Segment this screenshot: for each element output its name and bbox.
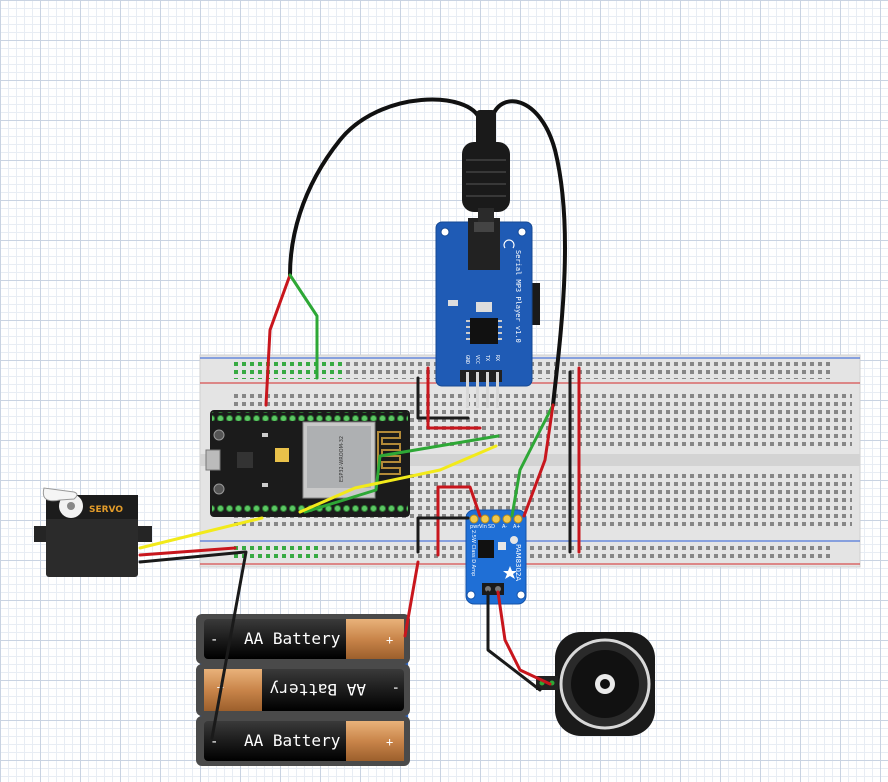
mp3-ic [470,318,498,344]
servo-horn[interactable] [42,487,78,502]
amp-pin-aminus-label: A- [502,524,507,530]
amp-pin-aplus-label: A+ [513,524,521,530]
amp-pin-vin-label: Vin [479,524,487,530]
headphone-icon [503,239,515,249]
mp3-pin-gnd-label: GND [464,355,470,364]
mp3-pin-vcc-label: VCC [474,355,480,364]
battery-power-wire[interactable] [403,560,420,638]
battery-ground-wire[interactable] [210,550,248,740]
audio-plug[interactable] [462,110,510,222]
boot-button[interactable] [213,483,225,495]
servo-motor[interactable]: SERVO [34,487,152,577]
en-button[interactable] [213,429,225,441]
esp32-chip-label: ESP32-WROOM-32 [339,436,345,482]
wire-red-mp3[interactable] [426,366,482,430]
amp-pin-pwr-label: pwr [470,524,480,530]
mp3-pin-rx-label: RX [494,355,500,361]
wire-green-1[interactable] [288,273,319,380]
serial-mp3-player[interactable]: Serial MP3 Player v1.0 GND VCC TX RX [435,218,540,408]
battery-3-minus: - [210,734,218,750]
wire-yellow-rx[interactable] [298,444,498,514]
battery-3-plus: + [386,735,393,749]
servo-ground-wire[interactable] [138,550,247,564]
wire-red-2[interactable] [522,403,555,518]
battery-2-minus: - [392,680,400,696]
amp-pin-sd-label: SD [488,524,495,530]
speaker-wire-black[interactable] [486,590,542,692]
battery-3-label: AA Battery [244,731,341,750]
wire-black-mp3[interactable] [416,376,470,420]
wire-green-2[interactable] [510,403,555,518]
battery-1[interactable]: - AA Battery + [196,614,410,664]
battery-1-minus: - [210,632,218,648]
usb-port [205,449,221,471]
battery-3[interactable]: - AA Battery + [196,716,410,766]
mp3-title: Serial MP3 Player v1.0 [514,250,522,343]
speaker[interactable] [536,632,655,736]
wire-green-tx[interactable] [303,434,500,514]
battery-1-plus: + [386,633,393,647]
battery-2-label: AA Battery [269,680,366,699]
speaker-wire-red[interactable] [496,590,552,686]
battery-1-label: AA Battery [244,629,341,648]
servo-label: SERVO [89,505,123,515]
wire-red-1[interactable] [264,273,292,407]
wire-red-amp[interactable] [436,485,482,557]
mp3-pin-tx-label: TX [484,355,490,361]
audio-cable-right[interactable] [490,99,567,407]
wire-black-amp[interactable] [416,516,470,554]
battery-2[interactable]: - AA Battery + [196,664,410,716]
amp-model-label: PAM8302A [514,544,522,581]
audio-cable-left[interactable] [288,97,482,277]
servo-signal-wire[interactable] [138,516,264,550]
pam8302a-amplifier[interactable]: pwr SD Vin A- A+ PAM8302A 2.5W Class D A… [465,509,527,605]
wires [138,97,581,740]
bottom-power-rail[interactable] [232,544,832,562]
servo-power-wire[interactable] [138,546,237,557]
star-icon [503,566,517,579]
speaker-cone-icon [600,679,610,689]
amp-desc-label: 2.5W Class D Amp [470,530,476,576]
battery-pack[interactable]: - AA Battery + - AA Battery + - AA Batte… [196,614,410,766]
